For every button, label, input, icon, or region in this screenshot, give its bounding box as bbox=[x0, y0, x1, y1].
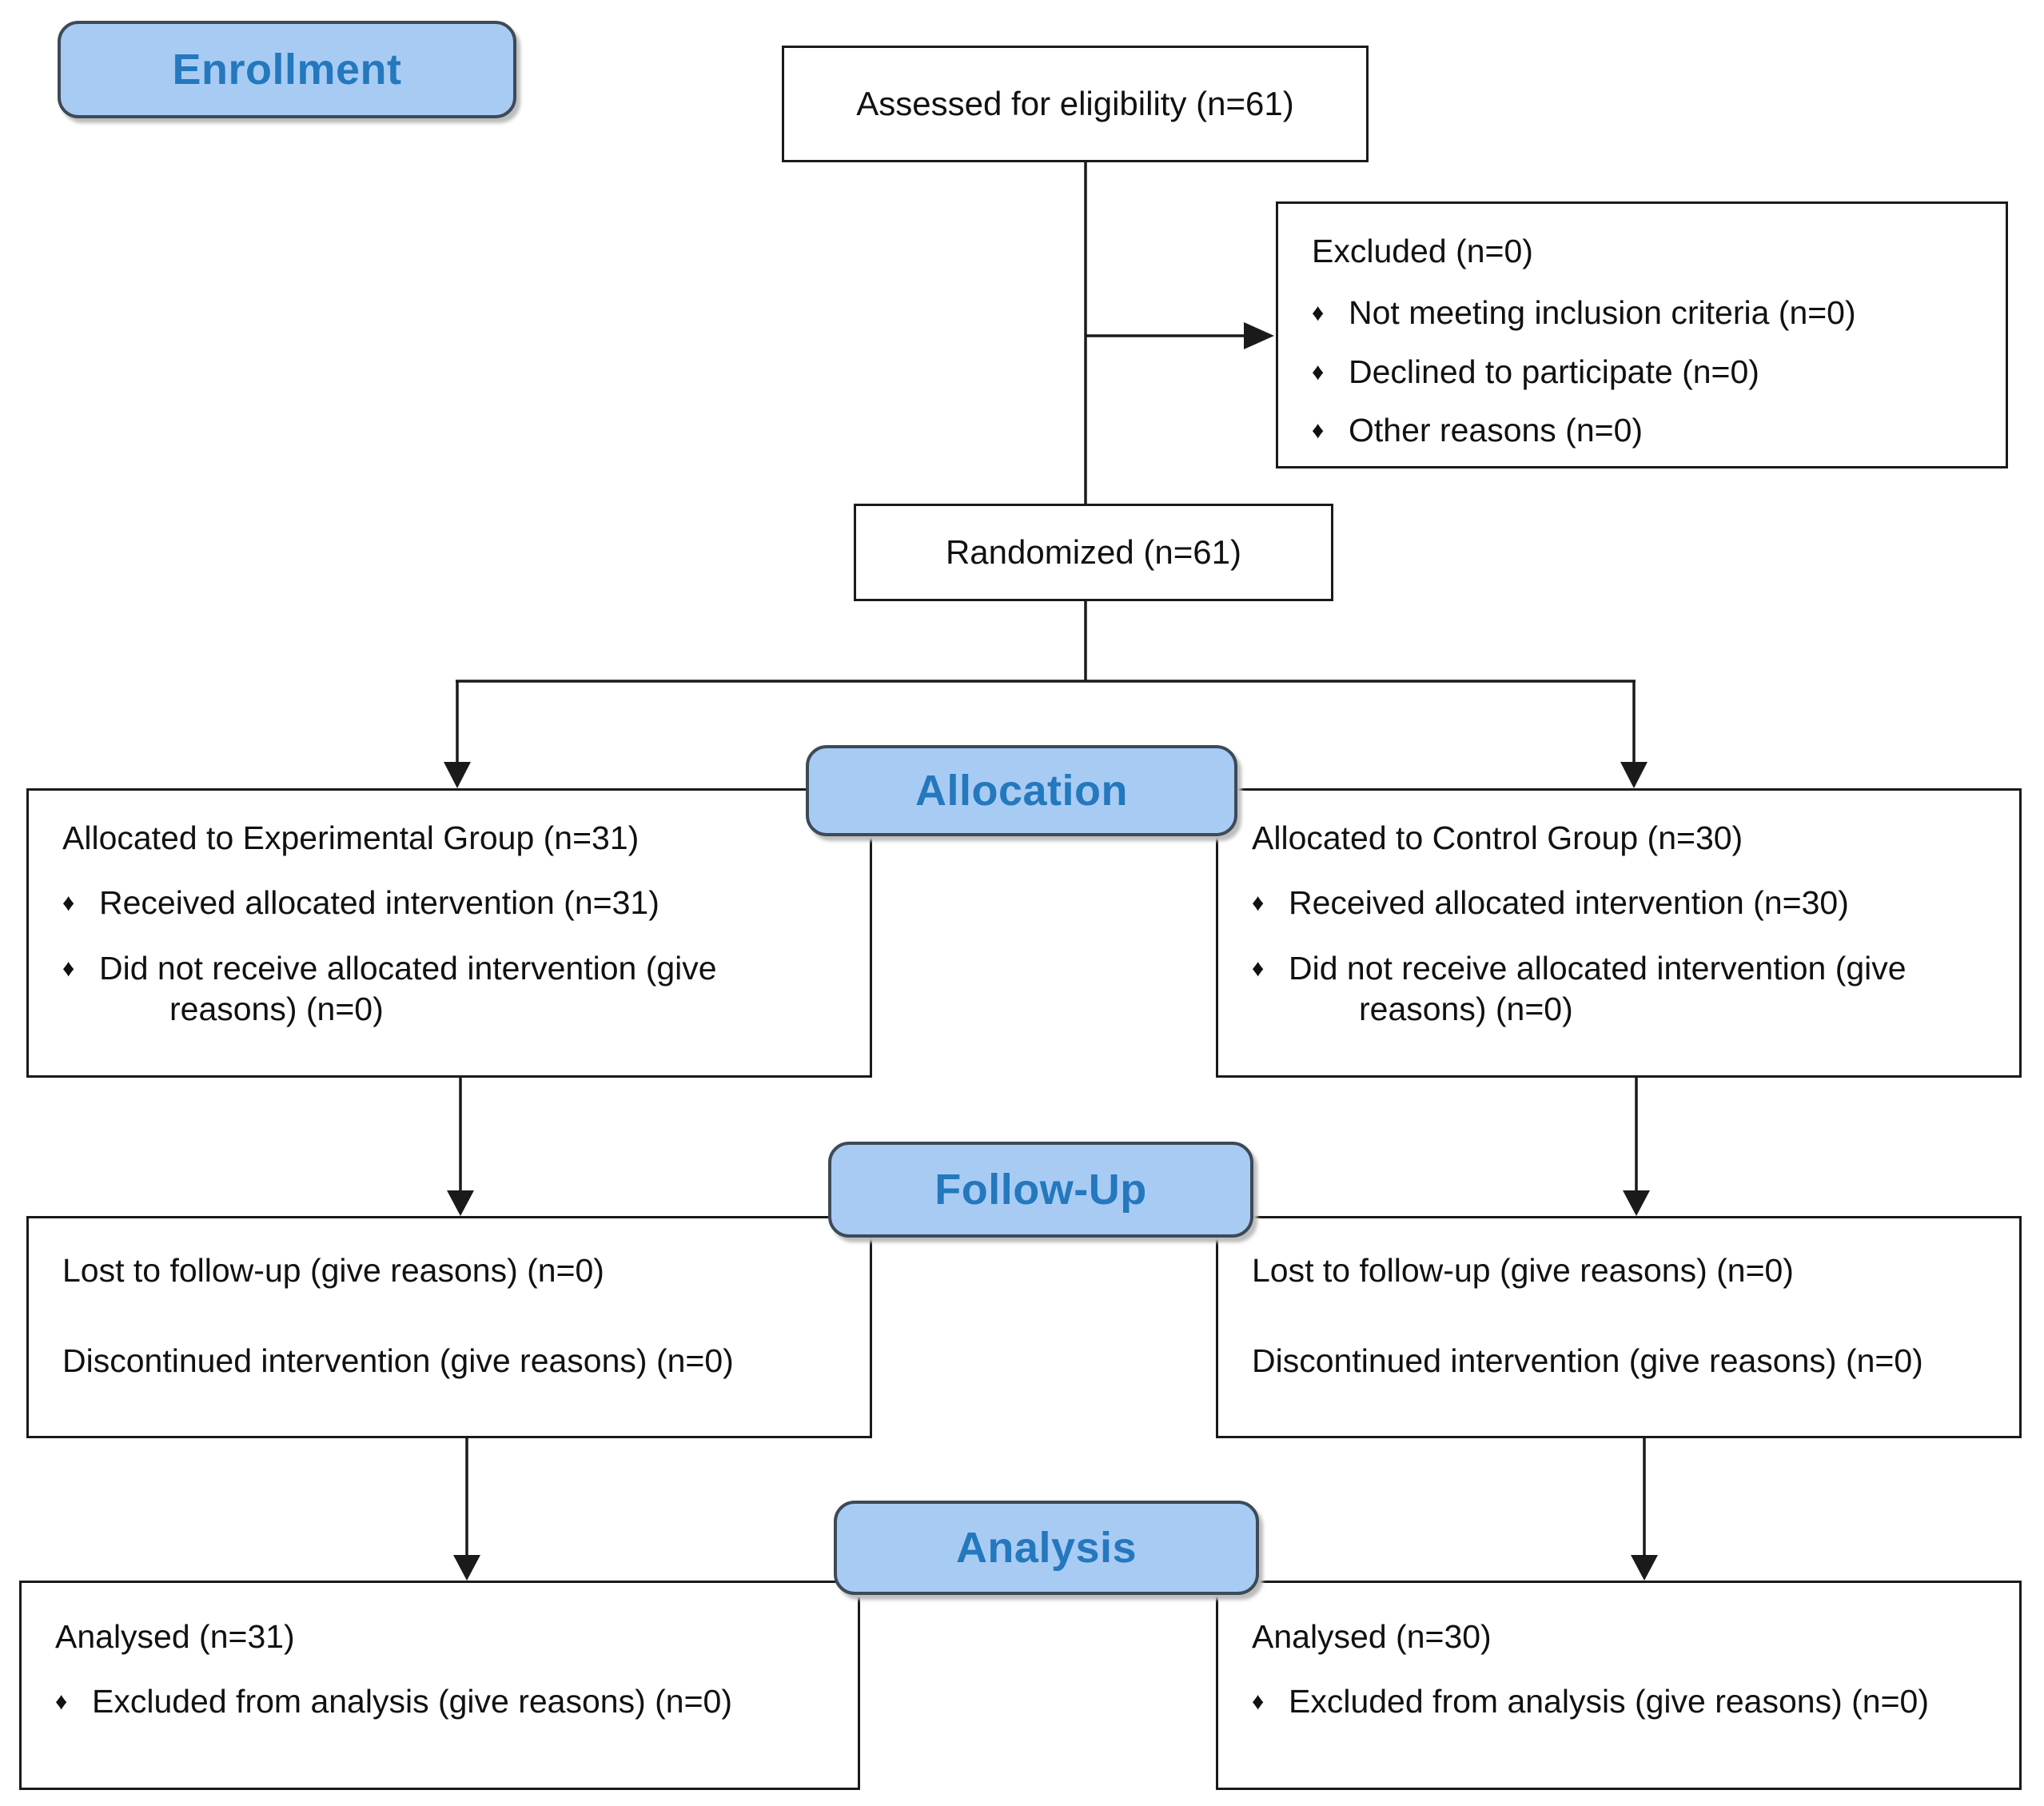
excluded-title: Excluded (n=0) bbox=[1312, 233, 1533, 269]
box-excluded: Excluded (n=0) ♦ Not meeting inclusion c… bbox=[1276, 201, 2008, 468]
allocation-experimental-item-text: Received allocated intervention (n=31) bbox=[99, 884, 659, 922]
allocation-control-title: Allocated to Control Group (n=30) bbox=[1252, 819, 1743, 856]
stage-badge-followup-label: Follow-Up bbox=[934, 1166, 1147, 1214]
box-allocation-control: Allocated to Control Group (n=30) ♦ Rece… bbox=[1216, 788, 2022, 1078]
allocation-control-item: ♦ Did not receive allocated intervention… bbox=[1252, 948, 1986, 1031]
stage-badge-analysis-label: Analysis bbox=[955, 1524, 1138, 1572]
allocation-control-item: ♦ Received allocated intervention (n=30) bbox=[1252, 883, 1986, 923]
box-assessed-eligibility: Assessed for eligibility (n=61) bbox=[782, 46, 1369, 162]
analysis-control-item: ♦ Excluded from analysis (give reasons) … bbox=[1252, 1681, 1986, 1722]
box-followup-experimental: Lost to follow-up (give reasons) (n=0) D… bbox=[26, 1216, 872, 1438]
box-analysis-control: Analysed (n=30) ♦ Excluded from analysis… bbox=[1216, 1581, 2022, 1790]
arrowhead-down-icon bbox=[447, 1190, 474, 1216]
diamond-bullet-icon: ♦ bbox=[1252, 890, 1265, 917]
stage-badge-allocation: Allocation bbox=[806, 745, 1237, 836]
diamond-bullet-icon: ♦ bbox=[1312, 358, 1325, 385]
analysis-experimental-item: ♦ Excluded from analysis (give reasons) … bbox=[55, 1681, 824, 1722]
box-analysis-experimental: Analysed (n=31) ♦ Excluded from analysis… bbox=[19, 1581, 860, 1790]
arrowhead-right-icon bbox=[1244, 322, 1274, 349]
analysis-experimental-title: Analysed (n=31) bbox=[55, 1618, 295, 1655]
arrowhead-down-icon bbox=[453, 1555, 480, 1581]
diamond-bullet-icon: ♦ bbox=[55, 1688, 68, 1716]
allocation-control-item-text: Did not receive allocated intervention (… bbox=[1289, 949, 1907, 1027]
followup-experimental-line: Discontinued intervention (give reasons)… bbox=[62, 1342, 734, 1380]
diamond-bullet-icon: ♦ bbox=[1252, 955, 1265, 982]
excluded-item: ♦ Other reasons (n=0) bbox=[1312, 410, 1972, 451]
allocation-experimental-item: ♦ Did not receive allocated intervention… bbox=[62, 948, 836, 1031]
allocation-experimental-item: ♦ Received allocated intervention (n=31) bbox=[62, 883, 836, 923]
excluded-item-text: Not meeting inclusion criteria (n=0) bbox=[1349, 294, 1856, 332]
followup-control-line: Discontinued intervention (give reasons)… bbox=[1252, 1342, 1923, 1380]
arrowhead-down-icon bbox=[444, 762, 471, 788]
diamond-bullet-icon: ♦ bbox=[1312, 300, 1325, 327]
diamond-bullet-icon: ♦ bbox=[1252, 1688, 1265, 1716]
allocation-control-item-text: Received allocated intervention (n=30) bbox=[1289, 884, 1849, 922]
diamond-bullet-icon: ♦ bbox=[62, 890, 75, 917]
diamond-bullet-icon: ♦ bbox=[1312, 417, 1325, 444]
excluded-item-text: Other reasons (n=0) bbox=[1349, 411, 1644, 449]
box-allocation-experimental: Allocated to Experimental Group (n=31) ♦… bbox=[26, 788, 872, 1078]
stage-badge-enrollment: Enrollment bbox=[58, 21, 516, 118]
analysis-control-item-text: Excluded from analysis (give reasons) (n… bbox=[1289, 1683, 1929, 1720]
box-randomized: Randomized (n=61) bbox=[854, 504, 1333, 601]
followup-experimental-line: Lost to follow-up (give reasons) (n=0) bbox=[62, 1252, 604, 1289]
excluded-item: ♦ Not meeting inclusion criteria (n=0) bbox=[1312, 293, 1972, 333]
analysis-experimental-item-text: Excluded from analysis (give reasons) (n… bbox=[92, 1683, 732, 1720]
box-followup-control: Lost to follow-up (give reasons) (n=0) D… bbox=[1216, 1216, 2022, 1438]
arrowhead-down-icon bbox=[1623, 1190, 1650, 1216]
allocation-experimental-item-text: Did not receive allocated intervention (… bbox=[99, 949, 717, 1027]
excluded-item-text: Declined to participate (n=0) bbox=[1349, 353, 1759, 390]
excluded-item: ♦ Declined to participate (n=0) bbox=[1312, 352, 1972, 393]
stage-badge-allocation-label: Allocation bbox=[914, 767, 1128, 815]
diamond-bullet-icon: ♦ bbox=[62, 955, 75, 982]
stage-badge-enrollment-label: Enrollment bbox=[172, 46, 402, 94]
arrowhead-down-icon bbox=[1631, 1555, 1658, 1581]
allocation-experimental-title: Allocated to Experimental Group (n=31) bbox=[62, 819, 639, 856]
followup-control-line: Lost to follow-up (give reasons) (n=0) bbox=[1252, 1252, 1794, 1289]
randomized-text: Randomized (n=61) bbox=[945, 532, 1242, 571]
analysis-control-title: Analysed (n=30) bbox=[1252, 1618, 1492, 1655]
arrowhead-down-icon bbox=[1620, 762, 1648, 788]
stage-badge-followup: Follow-Up bbox=[828, 1142, 1253, 1238]
stage-badge-analysis: Analysis bbox=[834, 1501, 1259, 1595]
assessed-text: Assessed for eligibility (n=61) bbox=[856, 84, 1294, 122]
